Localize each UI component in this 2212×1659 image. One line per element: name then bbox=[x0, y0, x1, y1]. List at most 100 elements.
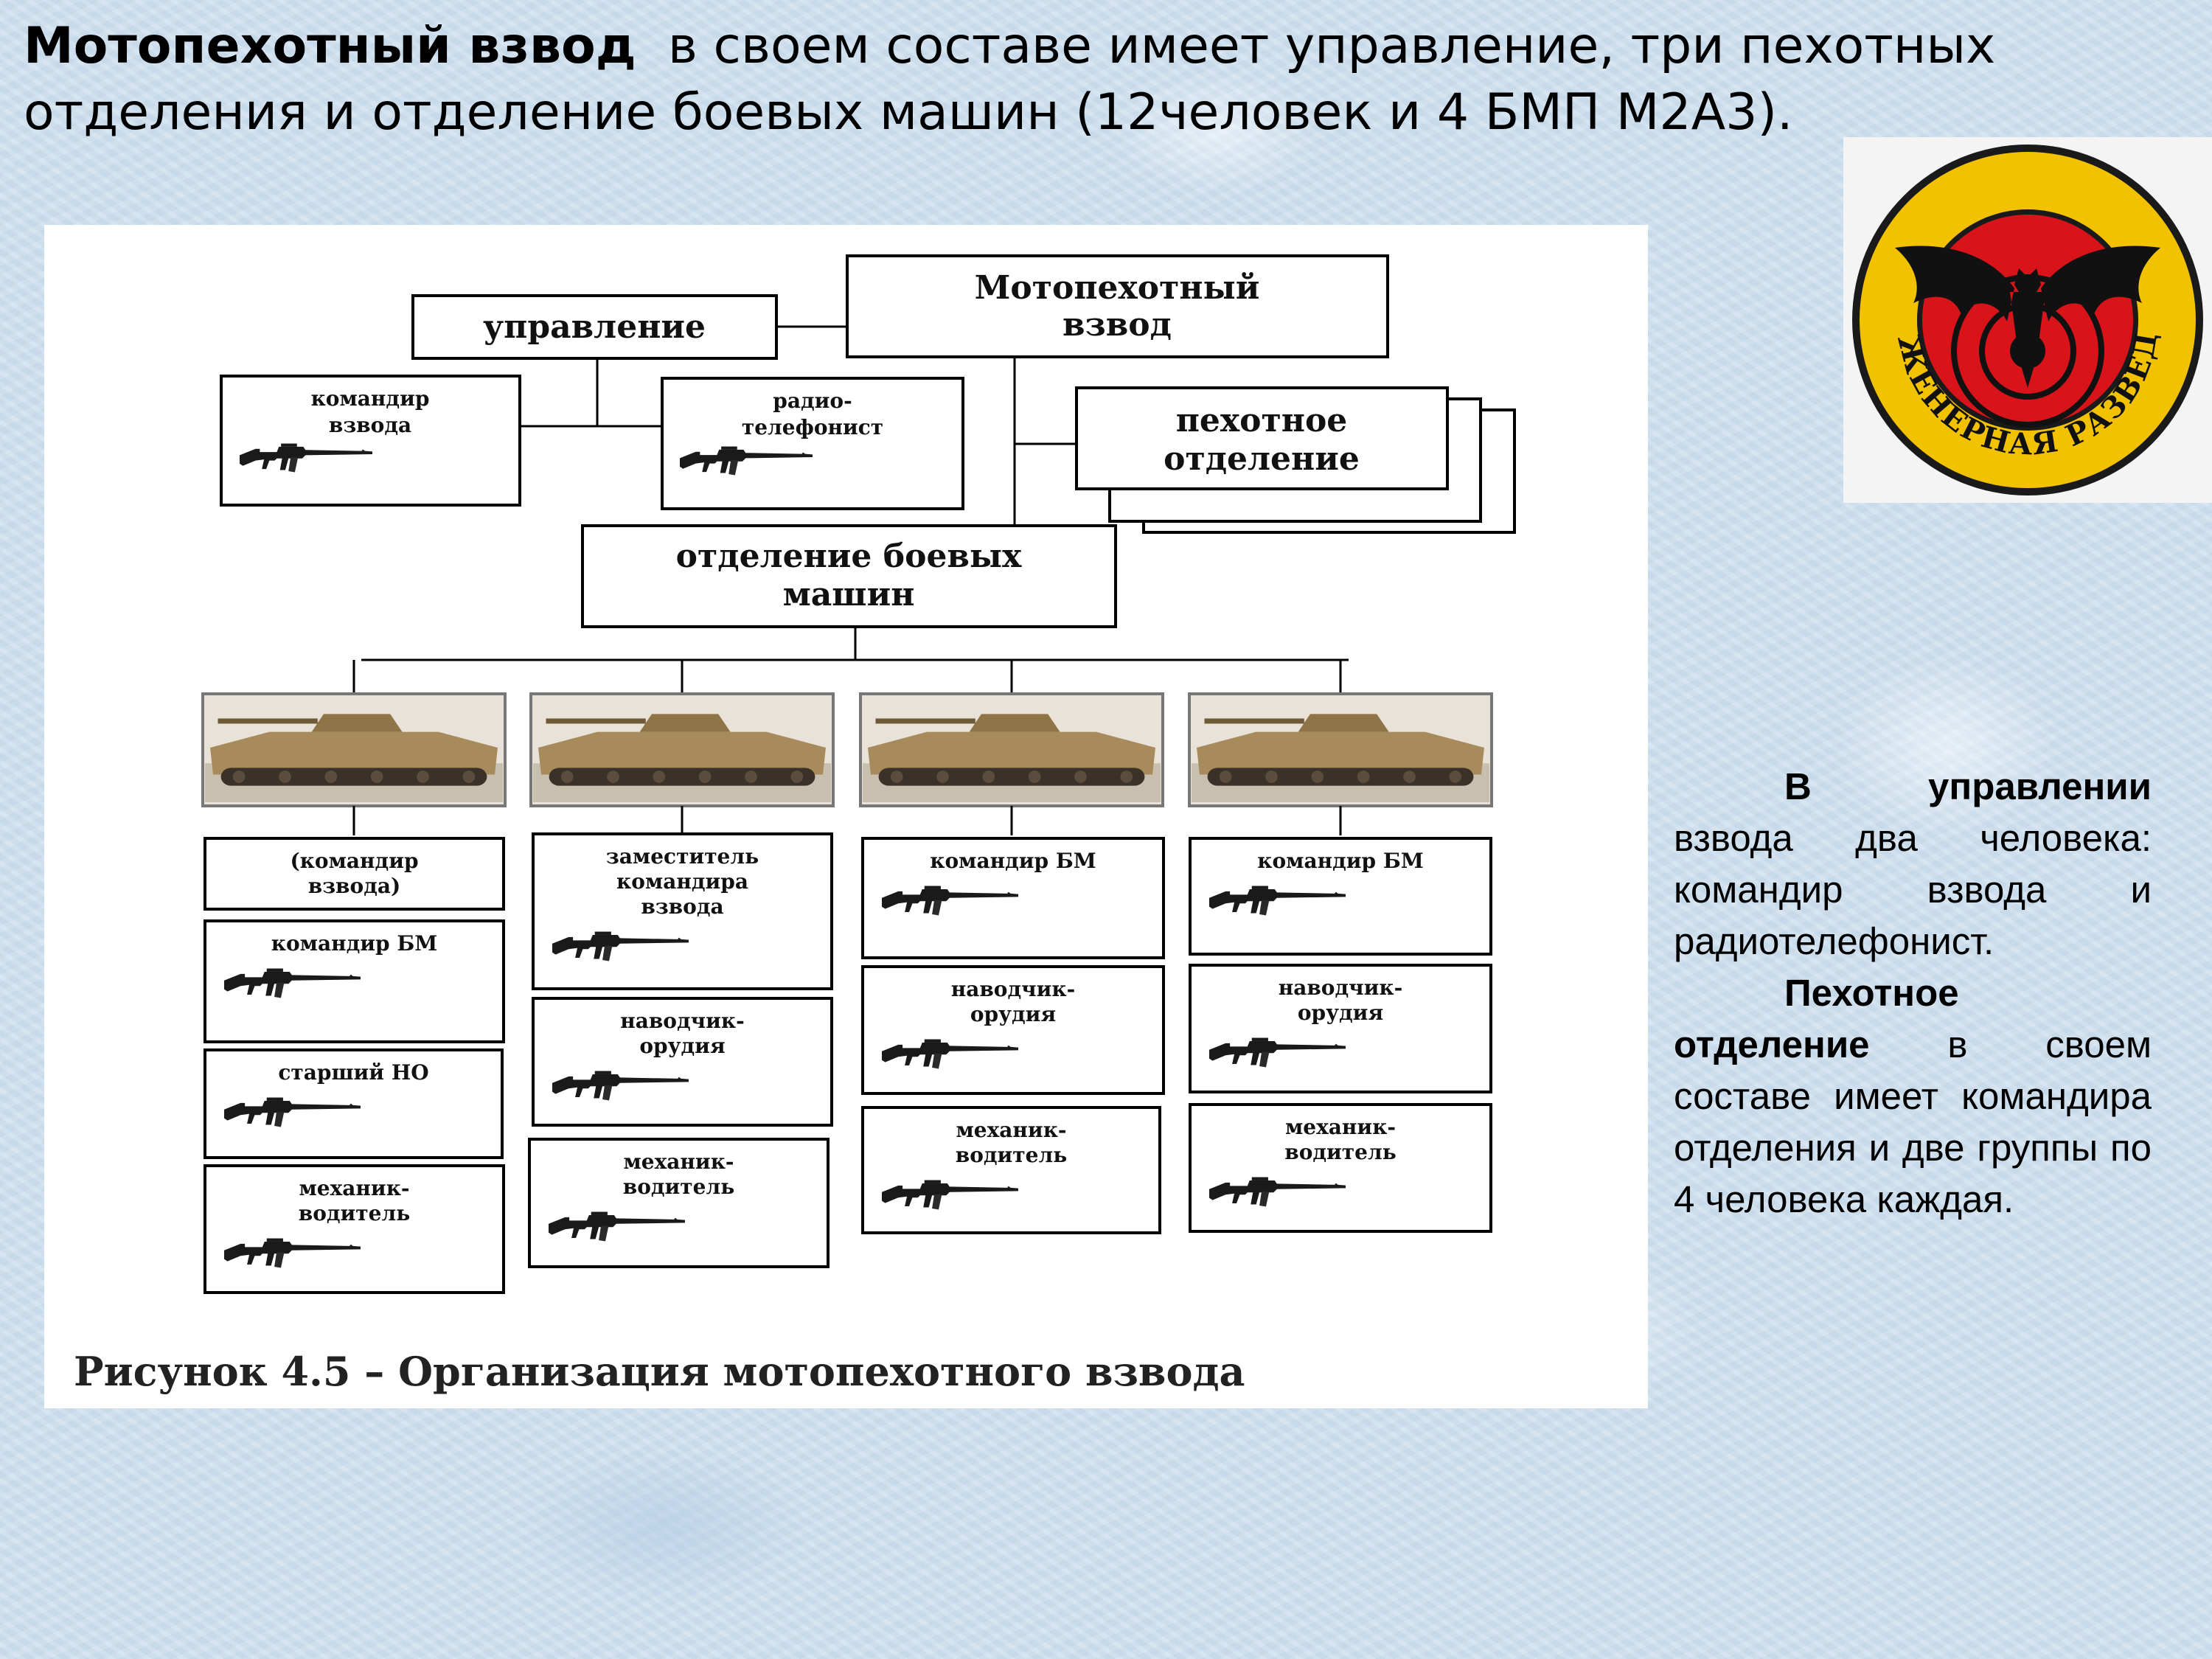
node-crew-member-label-line: командир БМ bbox=[271, 931, 438, 956]
node-crew-member bbox=[1189, 1103, 1492, 1233]
side-p2-bold: Пехотное отделение bbox=[1674, 972, 1959, 1065]
node-crew-member-label-line: командира bbox=[616, 869, 748, 894]
node-radio-operator bbox=[661, 377, 964, 510]
node-platoon-commander-label-line: взвода bbox=[329, 413, 411, 437]
node-crew-member-label-line: водитель bbox=[1284, 1140, 1396, 1164]
node-infantry-squad-1 bbox=[1075, 386, 1449, 490]
node-crew-member-label: механик-водитель bbox=[623, 1150, 734, 1199]
side-p1-bold: В управлении bbox=[1784, 765, 2152, 807]
node-crew-member-label-line: старший НО bbox=[278, 1060, 428, 1085]
node-infantry-label-line: отделение bbox=[1164, 440, 1360, 478]
node-control-label: управление bbox=[483, 308, 706, 346]
node-crew-member-label-line: механик- bbox=[956, 1118, 1066, 1142]
rifle-icon bbox=[882, 1039, 1018, 1069]
node-crew-member-label: командир БМ bbox=[271, 931, 438, 956]
node-crew-member-label-line: водитель bbox=[956, 1143, 1067, 1167]
node-crew-member bbox=[861, 1106, 1161, 1234]
node-crew-member-label: механик-водитель bbox=[956, 1118, 1067, 1167]
slide-heading: Мотопехотный взвод в своем составе имеет… bbox=[24, 13, 2162, 146]
node-crew-member-label-line: механик- bbox=[623, 1150, 734, 1174]
node-crew-member-label: механик-водитель bbox=[1284, 1115, 1396, 1164]
node-crew-member-label-line: заместитель bbox=[606, 844, 759, 869]
rifle-icon bbox=[882, 886, 1018, 916]
figure-caption: Рисунок 4.5 – Организация мотопехотного … bbox=[74, 1348, 1245, 1395]
node-platoon-commander bbox=[220, 375, 521, 507]
node-crew-member bbox=[204, 1164, 505, 1294]
node-crew-member-label-line: орудия bbox=[639, 1034, 725, 1058]
rifle-icon bbox=[1209, 1037, 1346, 1068]
side-p1-rest: взвода два человека: командир взвода и р… bbox=[1674, 817, 2152, 962]
rifle-icon bbox=[882, 1180, 1018, 1210]
node-crew-member-label-line: водитель bbox=[299, 1201, 410, 1225]
node-crew-member-label: командир БМ bbox=[930, 849, 1096, 873]
node-crew-member-label: наводчик-орудия bbox=[1279, 975, 1403, 1025]
badge-emblem-icon: ИНЖЕНЕРНАЯ РАЗВЕДКА bbox=[1829, 110, 2203, 495]
node-crew-member-label-line: орудия bbox=[1298, 1001, 1383, 1025]
heading-bold: Мотопехотный взвод bbox=[24, 17, 636, 75]
node-platoon-root-label-line: взвод bbox=[1062, 306, 1172, 344]
node-crew-member-label-line: (командир bbox=[290, 849, 418, 873]
rifle-icon bbox=[552, 931, 689, 961]
rifle-icon bbox=[680, 446, 813, 476]
rifle-icon bbox=[549, 1211, 685, 1242]
node-crew-member bbox=[528, 1138, 830, 1268]
node-radio-operator-label-line: радио- bbox=[773, 389, 852, 413]
node-crew-member-label: наводчик-орудия bbox=[620, 1009, 745, 1058]
node-control-label-line: управление bbox=[483, 308, 706, 346]
side-paragraph-infantry: Пехотное отделение в своем составе имеет… bbox=[1674, 967, 2152, 1225]
heading-rest: в своем составе имеет управление, три пе… bbox=[24, 17, 1996, 142]
node-platoon-root bbox=[846, 254, 1389, 358]
node-radio-operator-label-line: телефонист bbox=[742, 415, 883, 439]
node-crew-member bbox=[204, 1048, 504, 1159]
node-platoon-commander-label-line: командир bbox=[311, 386, 430, 411]
node-vehicle-section-label-line: машин bbox=[783, 576, 915, 613]
node-crew-member-label-line: наводчик- bbox=[1279, 975, 1403, 1000]
node-crew-member-label: командир БМ bbox=[1257, 849, 1424, 873]
node-crew-member bbox=[1189, 964, 1492, 1093]
node-infantry-label-line: пехотное bbox=[1176, 402, 1348, 439]
node-crew-member bbox=[861, 837, 1165, 959]
node-vehicle-section-label-line: отделение боевых bbox=[676, 538, 1022, 575]
bmp-vehicle-image bbox=[1188, 692, 1493, 807]
node-vehicle-section bbox=[581, 524, 1117, 628]
node-crew-member bbox=[532, 997, 833, 1127]
side-p2-rest: в своем составе имеет командира отделени… bbox=[1674, 1023, 2152, 1220]
node-crew-member-label-line: командир БМ bbox=[1257, 849, 1424, 873]
node-crew-member-label: старший НО bbox=[278, 1060, 428, 1085]
node-crew-member-label-line: командир БМ bbox=[930, 849, 1096, 873]
side-paragraph-control: В управлении взвода два человека: команд… bbox=[1674, 761, 2152, 967]
node-control bbox=[411, 294, 778, 360]
node-crew-member-label-line: водитель bbox=[623, 1175, 734, 1199]
rifle-icon bbox=[1209, 1177, 1346, 1207]
bmp-vehicle-image bbox=[529, 692, 835, 807]
node-radio-operator-label: радио-телефонист bbox=[742, 389, 883, 439]
rifle-icon bbox=[1209, 886, 1346, 916]
node-crew-member-label: механик-водитель bbox=[299, 1176, 410, 1225]
bat-icon bbox=[1895, 246, 2160, 388]
bmp-vehicle-image bbox=[201, 692, 507, 807]
node-crew-member-label-line: орудия bbox=[970, 1002, 1056, 1026]
node-crew-member-label: наводчик-орудия bbox=[951, 977, 1076, 1026]
node-platoon-root-label-line: Мотопехотный bbox=[975, 269, 1260, 307]
node-crew-member bbox=[532, 832, 833, 990]
node-crew-member-label-line: наводчик- bbox=[951, 977, 1076, 1001]
node-crew-member bbox=[861, 965, 1165, 1095]
node-crew-member-label-line: наводчик- bbox=[620, 1009, 745, 1033]
node-crew-member-label-line: механик- bbox=[299, 1176, 409, 1200]
node-crew-member-label-line: взвода) bbox=[308, 874, 401, 898]
engineer-recon-badge: ИНЖЕНЕРНАЯ РАЗВЕДКА bbox=[1829, 110, 2212, 503]
rifle-icon bbox=[240, 443, 372, 473]
side-description: В управлении взвода два человека: команд… bbox=[1674, 761, 2152, 1225]
node-crew-member bbox=[204, 837, 505, 911]
node-crew-member-label-line: механик- bbox=[1285, 1115, 1396, 1139]
bmp-vehicle-image bbox=[859, 692, 1164, 807]
node-crew-member-label-line: взвода bbox=[641, 894, 723, 919]
